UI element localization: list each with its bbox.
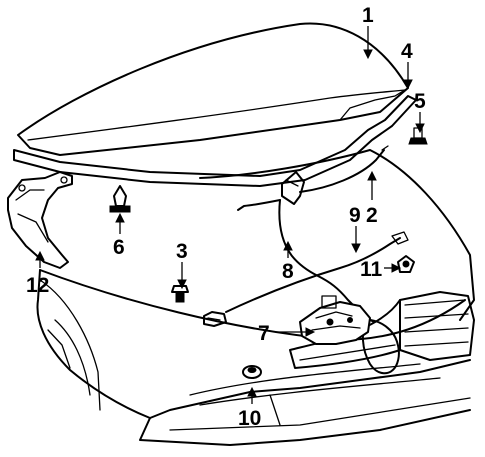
- callout-9: 9: [349, 204, 361, 227]
- clip-11: [397, 255, 415, 273]
- callout-labels: 1 2 3 4 5 6 7 8 9 10 11 12: [26, 4, 426, 430]
- hood-panel: [17, 22, 409, 156]
- callout-10: 10: [238, 407, 261, 430]
- hood-weatherstrip: [13, 95, 417, 187]
- clip-6: [109, 185, 131, 213]
- callout-12: 12: [26, 274, 49, 297]
- callout-11: 11: [360, 258, 383, 281]
- callout-8: 8: [282, 260, 294, 283]
- callout-2: 2: [366, 204, 378, 227]
- callout-5: 5: [414, 90, 426, 113]
- hood-latch: [299, 295, 371, 345]
- leader-lines: [35, 26, 425, 404]
- callout-6: 6: [113, 236, 125, 259]
- callout-3: 3: [176, 240, 188, 263]
- bumper-stop-5: [408, 127, 428, 145]
- callout-4: 4: [401, 40, 413, 63]
- bumper-10: [242, 365, 262, 379]
- hood-hinge: [7, 171, 73, 269]
- callout-7: 7: [258, 322, 270, 345]
- vehicle-front-body: [36, 149, 475, 446]
- bolt-3: [171, 285, 189, 303]
- callout-1: 1: [362, 4, 374, 27]
